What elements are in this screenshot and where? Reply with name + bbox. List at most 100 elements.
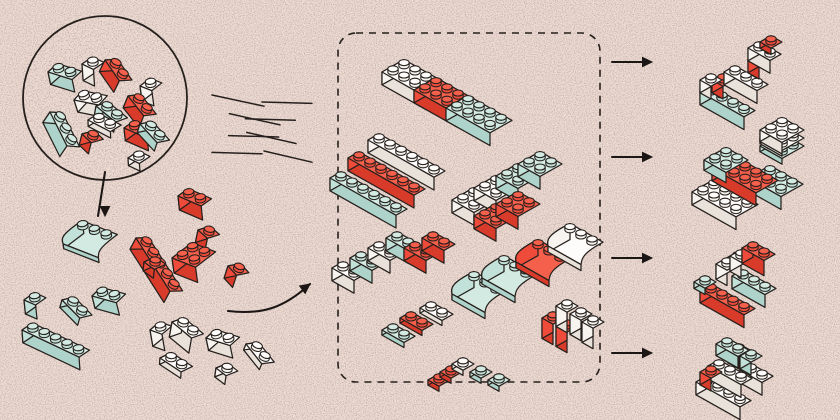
brick-stud xyxy=(436,307,448,318)
lego-brick xyxy=(569,307,593,342)
brick-stud xyxy=(758,247,770,258)
lego-brick xyxy=(214,362,239,386)
brick-stud xyxy=(731,153,743,164)
brick-stud xyxy=(738,301,750,313)
brick-stud xyxy=(75,305,88,316)
brick-stud xyxy=(776,129,788,140)
brick-stud xyxy=(786,177,798,188)
brick-stud xyxy=(353,151,365,162)
brick-stud xyxy=(364,157,376,168)
lego-brick xyxy=(421,231,456,264)
brick-stud xyxy=(93,112,105,124)
brick-stud xyxy=(49,333,62,344)
lego-brick-loose xyxy=(59,296,93,326)
brick-stud xyxy=(430,77,442,88)
lego-brick xyxy=(403,241,438,274)
lego-brick-loose xyxy=(158,351,194,379)
lego-brick xyxy=(87,112,122,139)
brick-stud xyxy=(705,365,717,376)
lego-brick xyxy=(205,328,241,359)
brick-stud xyxy=(398,59,410,70)
brick-stud xyxy=(587,315,599,326)
brick-stud xyxy=(133,150,145,161)
brick-stud xyxy=(186,242,199,253)
brick-stud xyxy=(427,231,439,242)
lego-brick xyxy=(469,365,493,384)
brick-stud xyxy=(729,65,741,76)
lego-brick xyxy=(122,93,157,129)
brick-stud xyxy=(357,183,369,194)
brick-stud xyxy=(739,173,751,184)
lego-brick xyxy=(517,150,563,190)
lego-brick xyxy=(381,323,416,349)
lego-brick xyxy=(331,261,366,294)
assembly-board-outline xyxy=(337,32,601,383)
lego-brick xyxy=(61,220,118,264)
brick-stud xyxy=(90,92,103,103)
brick-stud xyxy=(258,351,271,362)
lego-brick-loose xyxy=(78,129,104,155)
brick-stud xyxy=(368,189,380,201)
brick-stud xyxy=(128,120,141,131)
brick-stud xyxy=(462,95,474,106)
brick-stud xyxy=(479,181,491,192)
brick-stud xyxy=(451,101,463,112)
lego-brick-loose xyxy=(205,328,241,359)
brick-stud xyxy=(64,66,77,78)
lego-brick xyxy=(136,120,171,152)
brick-stud xyxy=(775,183,787,194)
lego-brick xyxy=(495,190,541,230)
sorted-brick-rows xyxy=(329,58,605,392)
brick-stud xyxy=(727,97,739,108)
brick-stud xyxy=(523,157,535,168)
brick-stud xyxy=(160,268,173,280)
lego-brick xyxy=(171,242,217,284)
lego-brick xyxy=(127,150,151,172)
brick-stud xyxy=(750,167,762,178)
lego-brick-loose xyxy=(142,256,167,279)
brick-stud xyxy=(708,191,720,202)
lego-brick xyxy=(59,296,93,326)
brick-stud xyxy=(140,103,153,114)
brick-stud xyxy=(420,71,432,82)
brick-stud xyxy=(387,323,399,334)
finished-models xyxy=(691,35,805,420)
brick-stud xyxy=(182,188,195,199)
brick-stud xyxy=(116,68,129,80)
brick-stud xyxy=(198,246,211,257)
lego-brick xyxy=(347,151,426,209)
lego-brick xyxy=(23,292,47,320)
lego-brick-loose xyxy=(194,225,221,252)
brick-stud xyxy=(457,193,469,204)
brick-stud xyxy=(395,145,407,156)
brick-stud xyxy=(468,271,480,282)
brick-stud xyxy=(144,77,157,89)
brick-stud xyxy=(165,352,177,363)
lego-brick-loose xyxy=(21,322,91,371)
brick-stud xyxy=(154,321,167,332)
brick-stud xyxy=(735,371,747,382)
jumbled-bricks-closeup xyxy=(22,15,188,181)
brick-stud xyxy=(498,255,510,266)
brick-stud xyxy=(72,344,85,355)
lego-brick-loose xyxy=(73,89,108,118)
brick-stud xyxy=(750,179,762,191)
brick-stud xyxy=(719,197,731,208)
brick-stud xyxy=(27,322,39,333)
brick-stud xyxy=(512,203,524,214)
lego-brick xyxy=(515,238,572,288)
brick-stud xyxy=(732,343,744,354)
brick-stud xyxy=(104,118,116,129)
brick-stud xyxy=(203,225,216,236)
brick-stud xyxy=(53,111,67,123)
magnifier-down-arrow xyxy=(96,170,111,218)
lego-brick-loose xyxy=(177,188,213,221)
lego-brick xyxy=(759,35,783,56)
lego-brick xyxy=(703,146,749,184)
brick-stud xyxy=(373,241,385,252)
lego-brick-loose xyxy=(42,111,81,158)
brick-stud xyxy=(59,122,72,134)
brick-stud xyxy=(221,362,234,374)
lego-brick-loose xyxy=(242,341,275,371)
